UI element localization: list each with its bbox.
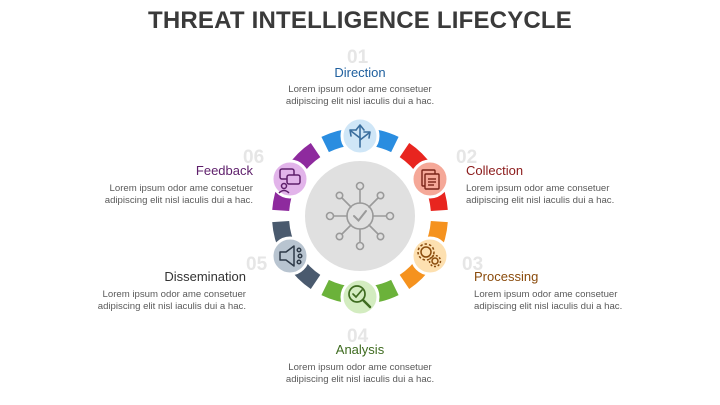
network-check-icon [325, 181, 395, 251]
gears-icon [410, 236, 450, 276]
step-number-03: 03 [462, 254, 484, 275]
documents-folder-icon [410, 159, 450, 199]
step-label-processing: Processing [474, 269, 539, 284]
step-label-analysis: Analysis [335, 342, 385, 357]
step-label-direction: Direction [334, 65, 386, 80]
step-number-02: 02 [456, 147, 478, 168]
direction-arrows-icon [340, 116, 380, 156]
step-label-dissemination: Dissemination [164, 269, 246, 284]
feedback-chat-icon [270, 159, 310, 199]
center-hub [305, 161, 415, 271]
step-number-05: 05 [246, 254, 268, 275]
magnifier-check-icon [340, 277, 380, 317]
step-number-06: 06 [243, 147, 265, 168]
step-number-04: 04 [347, 326, 369, 347]
page-title: THREAT INTELLIGENCE LIFECYCLE [147, 7, 573, 34]
step-label-collection: Collection [466, 163, 524, 178]
step-number-01: 01 [347, 47, 369, 68]
step-label-feedback: Feedback [195, 163, 253, 178]
megaphone-icon [270, 236, 310, 276]
